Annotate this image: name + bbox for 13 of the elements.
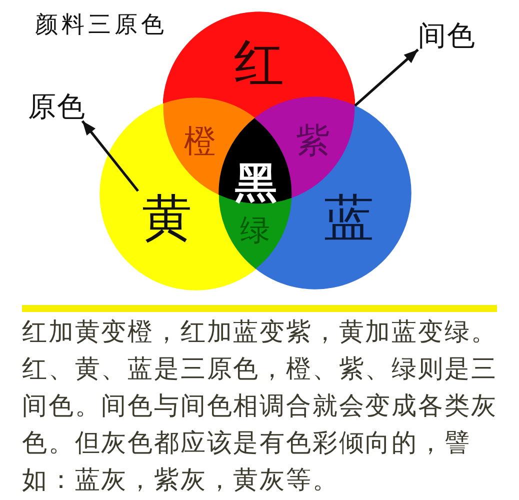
arrow — [81, 120, 140, 192]
region-label: 橙 — [184, 125, 216, 157]
caption-text: 红加黄变橙，红加蓝变紫，黄加蓝变绿。红、黄、蓝是三原色，橙、紫、绿则是三间色。间色与间色相调合就会变成各类灰色。但灰色都应该是有色彩倾向的，譬如：蓝灰，紫灰，黄灰等。 — [22, 316, 498, 496]
annotation-text: 间色 — [418, 22, 476, 50]
circle-label: 红 — [234, 38, 284, 88]
circle-label: 蓝 — [324, 193, 374, 243]
region-label: 紫 — [296, 124, 330, 158]
annotation-text: 原色 — [28, 93, 86, 121]
diagram-title: 颜料三原色 — [35, 14, 168, 37]
arrow — [354, 48, 419, 107]
region-label: 黑 — [235, 162, 277, 204]
region-label: 绿 — [240, 216, 270, 246]
circle-label: 黄 — [142, 193, 192, 243]
